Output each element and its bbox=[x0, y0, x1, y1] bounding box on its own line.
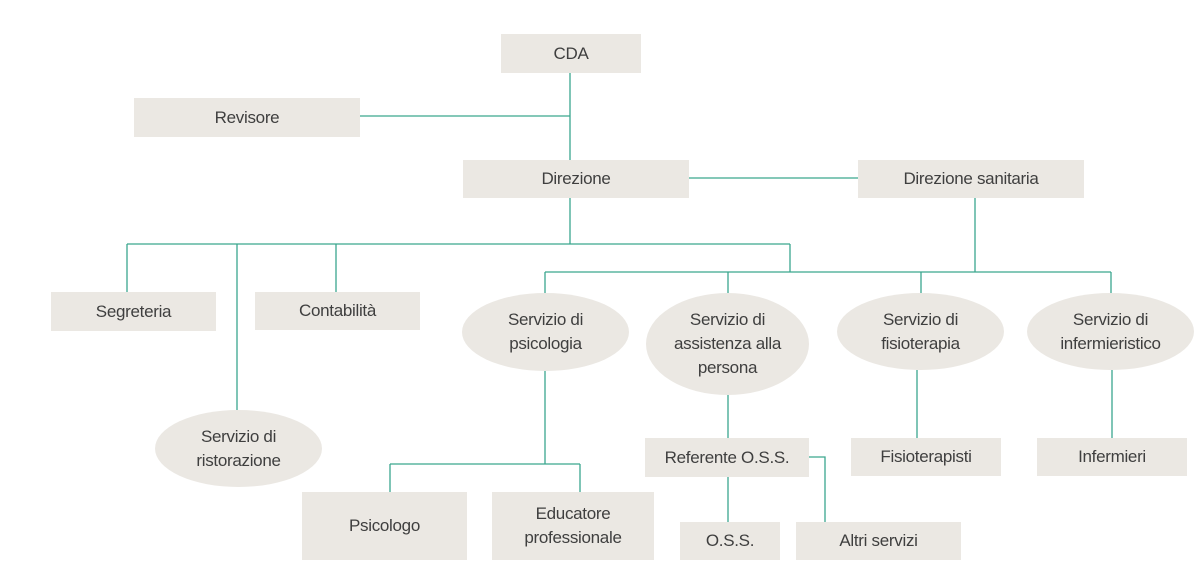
node-label: Altri servizi bbox=[839, 531, 918, 550]
node-label: CDA bbox=[553, 43, 589, 63]
node-segreteria: Segreteria bbox=[51, 292, 216, 331]
node-label: Infermieri bbox=[1078, 447, 1146, 466]
node-altri-servizi: Altri servizi bbox=[796, 522, 961, 560]
link-altri-servizi bbox=[809, 456, 826, 522]
node-infermieri: Infermieri bbox=[1037, 438, 1187, 476]
node-servizio-fisioterapia: Servizio di fisioterapia bbox=[837, 293, 1004, 370]
node-label: Educatore professionale bbox=[524, 504, 622, 547]
node-servizio-ristorazione: Servizio di ristorazione bbox=[155, 410, 322, 487]
node-label: Servizio di fisioterapia bbox=[881, 309, 960, 353]
node-label: Servizio di assistenza alla persona bbox=[673, 310, 781, 377]
node-servizio-psicologia: Servizio di psicologia bbox=[462, 293, 629, 371]
node-fisioterapisti: Fisioterapisti bbox=[851, 438, 1001, 476]
node-label: Servizio di psicologia bbox=[507, 310, 584, 353]
node-label: Psicologo bbox=[348, 516, 420, 535]
node-label: Servizio di ristorazione bbox=[196, 426, 281, 470]
node-label: Fisioterapisti bbox=[880, 447, 972, 466]
node-revisore: Revisore bbox=[134, 98, 360, 137]
node-contabilita: Contabilità bbox=[255, 292, 420, 330]
node-servizio-assistenza: Servizio di assistenza alla persona bbox=[646, 293, 809, 395]
node-label: Direzione bbox=[541, 169, 611, 188]
node-direzione: Direzione bbox=[463, 160, 689, 198]
node-label: Servizio di infermieristico bbox=[1060, 309, 1161, 353]
node-label: Revisore bbox=[214, 107, 280, 127]
node-servizio-infermieristico: Servizio di infermieristico bbox=[1027, 293, 1194, 370]
node-label: Referente O.S.S. bbox=[664, 447, 790, 467]
node-label: O.S.S. bbox=[705, 531, 755, 550]
node-direzione-sanitaria: Direzione sanitaria bbox=[858, 160, 1084, 198]
node-cda: CDA bbox=[501, 34, 641, 73]
node-referente-oss: Referente O.S.S. bbox=[645, 438, 809, 477]
node-label: Direzione sanitaria bbox=[903, 169, 1039, 188]
node-label: Contabilità bbox=[298, 301, 377, 320]
node-oss: O.S.S. bbox=[680, 522, 780, 560]
node-educatore: Educatore professionale bbox=[492, 492, 654, 560]
node-label: Segreteria bbox=[95, 301, 172, 321]
node-psicologo: Psicologo bbox=[302, 492, 467, 560]
